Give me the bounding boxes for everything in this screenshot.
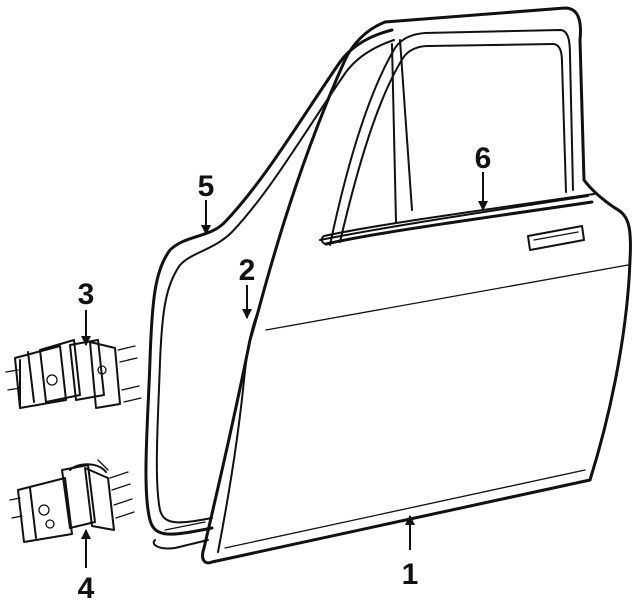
upper-hinge bbox=[5, 339, 142, 409]
callout-leaders bbox=[81, 172, 488, 568]
callout-numbers: 1 2 3 4 5 6 bbox=[78, 142, 492, 605]
belt-molding bbox=[320, 193, 595, 246]
callout-3: 3 bbox=[78, 278, 95, 311]
door-weatherstrip bbox=[144, 28, 395, 550]
callout-1: 1 bbox=[402, 558, 419, 591]
callout-6: 6 bbox=[475, 142, 492, 175]
callout-2: 2 bbox=[239, 254, 256, 287]
callout-4: 4 bbox=[78, 572, 95, 605]
callout-5: 5 bbox=[198, 170, 215, 203]
door-handle bbox=[527, 225, 585, 251]
door-shell bbox=[201, 6, 632, 565]
lower-hinge bbox=[9, 459, 135, 543]
